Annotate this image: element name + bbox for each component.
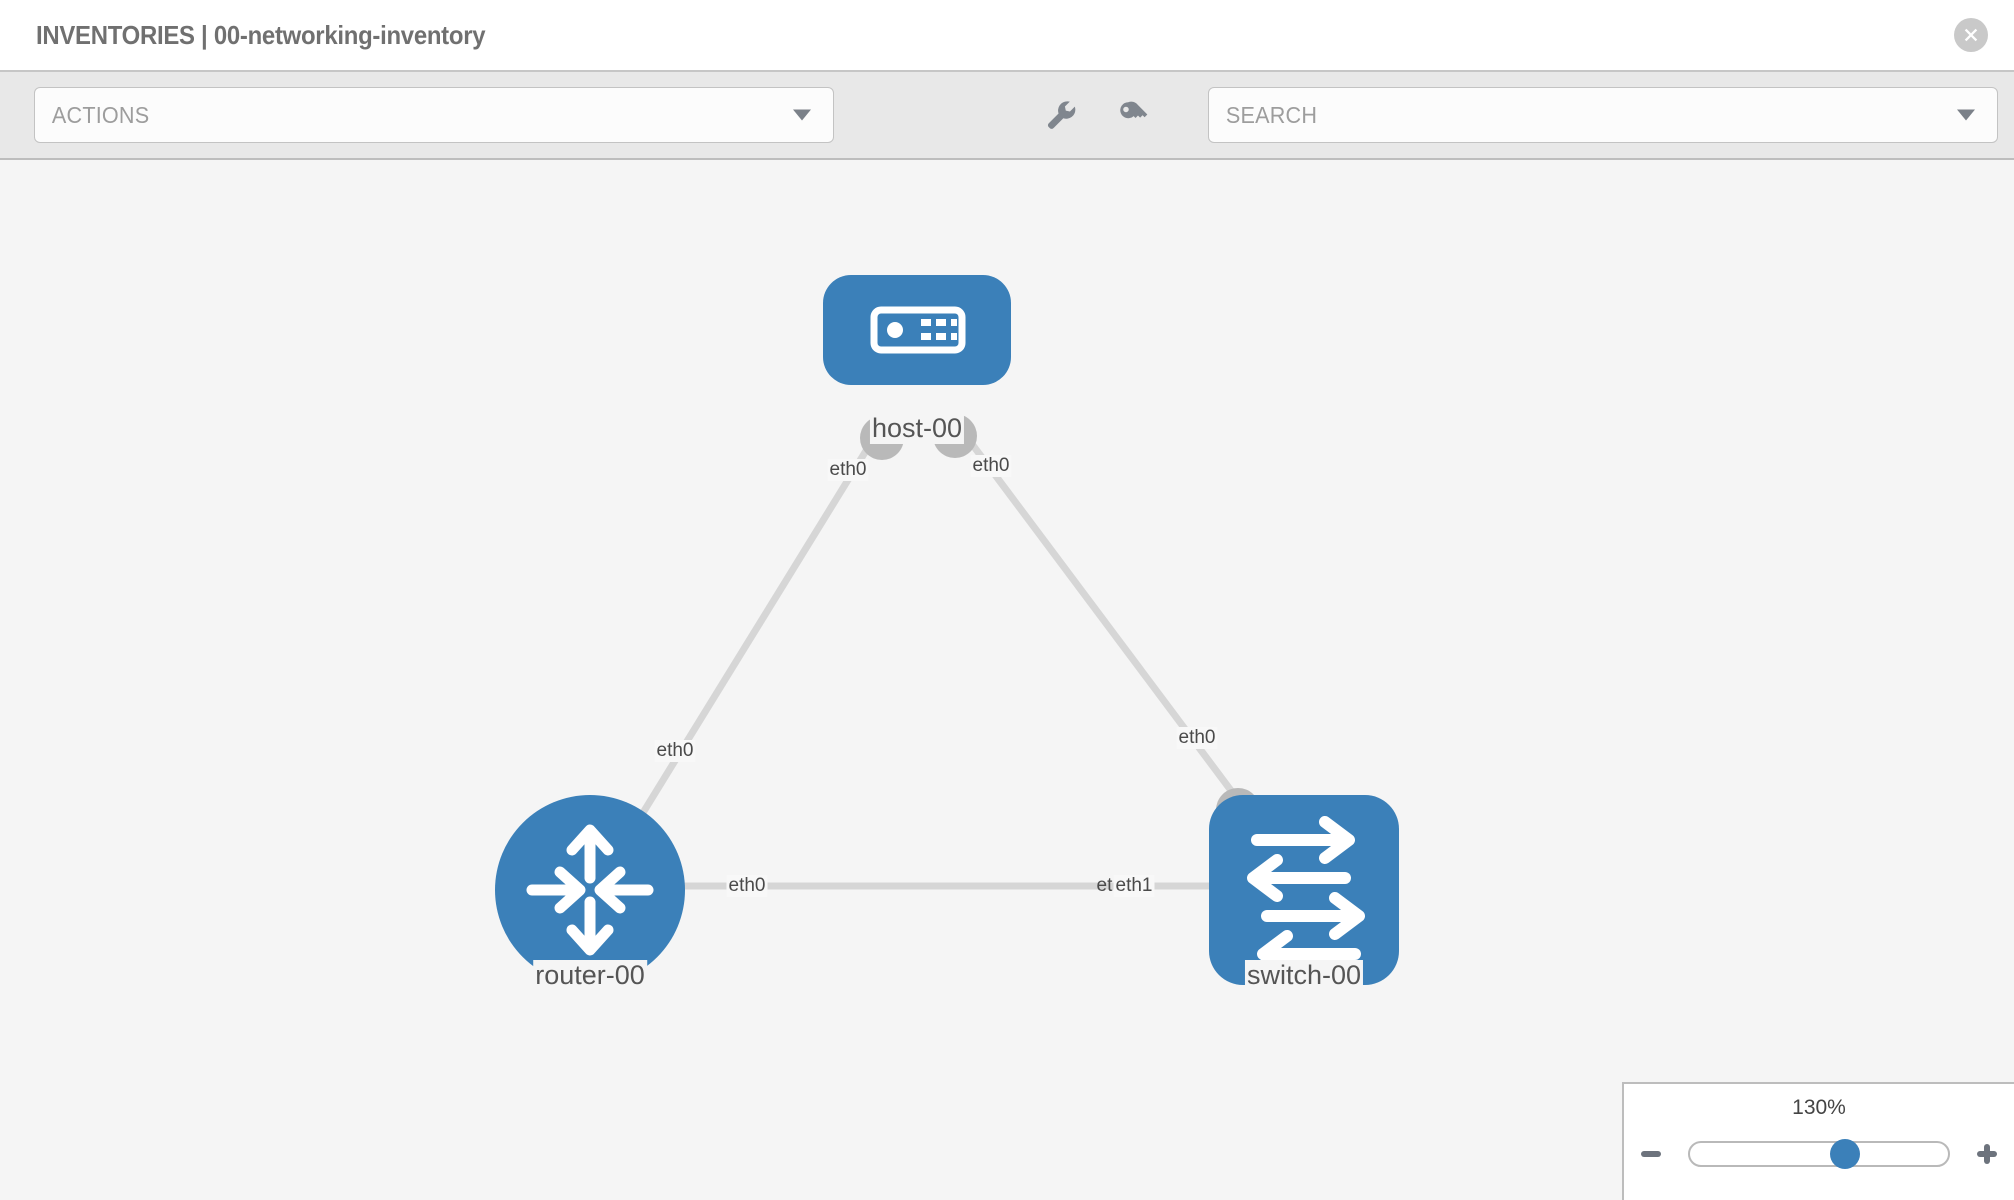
topology-interfaces xyxy=(623,414,1260,908)
zoom-slider-thumb[interactable] xyxy=(1829,1139,1860,1169)
interface-label: eth0 xyxy=(654,740,696,762)
node-host-00-shape[interactable] xyxy=(823,275,1011,385)
interface-label: eth0 xyxy=(970,455,1012,477)
zoom-control-panel: 130% xyxy=(1622,1082,2014,1200)
zoom-slider[interactable] xyxy=(1688,1139,1950,1169)
node-label-host-00: host-00 xyxy=(869,413,965,444)
node-router-00-shape[interactable] xyxy=(495,795,685,985)
key-icon[interactable] xyxy=(1106,88,1160,142)
link-host-router[interactable] xyxy=(617,426,883,852)
chevron-down-icon xyxy=(793,109,811,121)
actions-dropdown[interactable]: ACTIONS xyxy=(34,87,834,143)
interface-label: eth0 xyxy=(827,459,869,481)
interface-label: eth1 xyxy=(1113,875,1155,897)
topology-canvas[interactable]: host-00 router-00 switch-00 eth0 eth0 et… xyxy=(0,160,2014,1200)
page-header: INVENTORIES | 00-networking-inventory xyxy=(0,0,2014,70)
actions-dropdown-label: ACTIONS xyxy=(51,101,150,128)
link-host-switch[interactable] xyxy=(957,425,1265,835)
search-placeholder: SEARCH xyxy=(1225,101,1318,128)
node-label-switch-00: switch-00 xyxy=(1244,960,1364,991)
page-title: INVENTORIES | 00-networking-inventory xyxy=(36,19,486,50)
topology-graph xyxy=(495,275,1399,985)
minus-icon[interactable] xyxy=(1634,1137,1668,1171)
switch-icon xyxy=(1247,816,1365,978)
node-label-router-00: router-00 xyxy=(533,960,647,991)
close-icon[interactable] xyxy=(1954,18,1988,52)
interface-label: eth0 xyxy=(1176,727,1218,749)
server-icon xyxy=(870,306,966,354)
node-router-00[interactable] xyxy=(495,795,685,985)
search-input[interactable]: SEARCH xyxy=(1208,87,1998,143)
node-host-00[interactable] xyxy=(823,275,1011,385)
toolbar: ACTIONS SEARCH xyxy=(0,70,2014,160)
interface-label: eth0 xyxy=(726,875,768,897)
node-switch-00[interactable] xyxy=(1209,795,1399,985)
plus-icon[interactable] xyxy=(1970,1137,2004,1171)
chevron-down-icon xyxy=(1957,109,1975,121)
wrench-icon[interactable] xyxy=(1034,88,1088,142)
topology-links xyxy=(617,425,1265,890)
router-icon xyxy=(526,824,654,956)
zoom-level-label: 130% xyxy=(1792,1096,1846,1119)
